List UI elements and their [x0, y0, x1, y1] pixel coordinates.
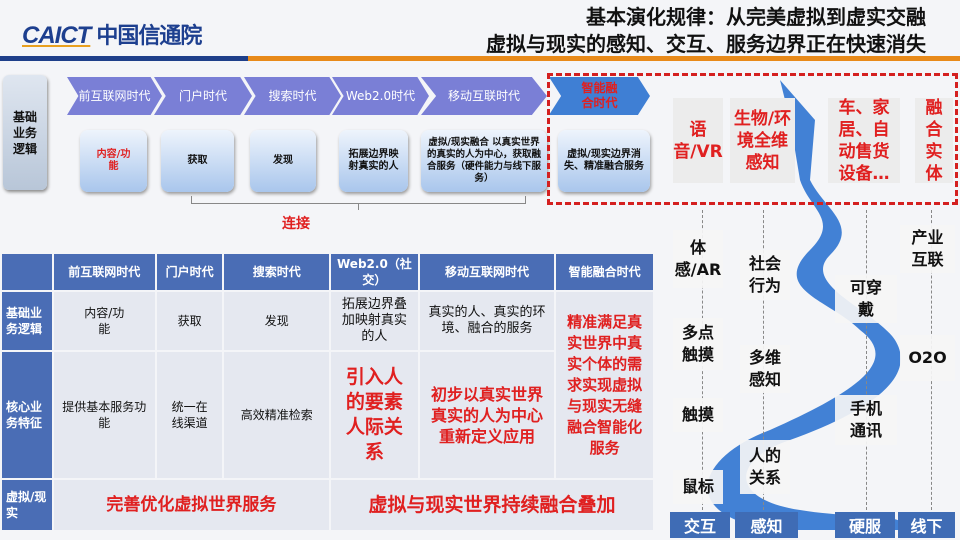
interaction-item: 触摸 — [673, 398, 723, 432]
spiral-arrow — [707, 80, 910, 530]
future-highlight-frame — [547, 73, 958, 205]
connect-brace-tick — [358, 204, 359, 210]
flow-side-label: 基础业务逻辑 — [3, 75, 47, 190]
era-arrow: Web2.0时代 — [332, 77, 429, 115]
offline-item: O2O — [900, 335, 955, 381]
flow-box: 虚拟/现实边界消失、精准融合服务 — [558, 130, 650, 192]
page-title: 基本演化规律：从完美虚拟到虚实交融虚拟与现实的感知、交互、服务边界正在快速消失 — [486, 4, 926, 58]
connect-label: 连接 — [282, 216, 310, 232]
interaction-item: 鼠标 — [673, 470, 723, 504]
table-footer-left: 完善优化虚拟世界服务 — [53, 480, 329, 530]
hardware-item: 可穿戴 — [835, 275, 897, 323]
flow-box: 内容/功能 — [80, 130, 147, 192]
table-cell: 拓展边界叠加映射真实的人 — [331, 292, 418, 350]
title-line-1: 基本演化规律：从完美虚拟到虚实交融 — [586, 5, 926, 29]
future-item: 融合实体 — [915, 98, 953, 184]
table-cell: 真实的人、真实的环境、融合的服务 — [419, 292, 555, 350]
header-divider-orange — [248, 56, 960, 61]
era-arrow: 移动互联时代 — [421, 77, 547, 115]
era-arrow: 门户时代 — [154, 77, 252, 115]
column-header: Web2.0（社交） — [331, 254, 418, 290]
header-corner — [2, 254, 52, 290]
column-header: 门户时代 — [156, 254, 223, 290]
axis-line — [866, 210, 867, 510]
table-row: 核心业务特征 提供基本服务功能 统一在线渠道 高效精准检索 引入人的要素人际关系… — [2, 352, 653, 478]
axis-label-hardware: 硬服 — [835, 512, 895, 538]
perception-item: 人的关系 — [740, 440, 790, 494]
table-cell: 获取 — [156, 292, 223, 350]
logo-en: CAICT — [22, 22, 91, 49]
perception-item: 社会行为 — [740, 250, 790, 300]
table-footer-right: 虚拟与现实世界持续融合叠加 — [331, 480, 653, 530]
era-comparison-table: 前互联网时代 门户时代 搜索时代 Web2.0（社交） 移动互联网时代 智能融合… — [0, 252, 655, 532]
table-cell: 初步以真实世界真实的人为中心重新定义应用 — [419, 352, 555, 478]
table-cell: 内容/功能 — [53, 292, 155, 350]
offline-item: 产业互联 — [900, 225, 955, 273]
axis-label-perception: 感知 — [735, 512, 798, 538]
logo-cn: 中国信通院 — [96, 24, 202, 49]
axis-label-offline: 线下 — [898, 512, 955, 538]
future-item: 车、家居、自动售货设备… — [828, 98, 900, 184]
flow-box: 获取 — [161, 130, 234, 192]
connect-brace — [191, 196, 526, 204]
table-cell: 发现 — [224, 292, 329, 350]
flow-box: 拓展边界映射真实的人 — [339, 130, 408, 192]
interaction-item: 多点触摸 — [673, 318, 723, 370]
interaction-item: 体感/AR — [673, 230, 723, 288]
table-cell: 提供基本服务功能 — [53, 352, 155, 478]
row-header: 核心业务特征 — [2, 352, 52, 478]
future-item: 语音/VR — [673, 98, 723, 183]
title-line-2: 虚拟与现实的感知、交互、服务边界正在快速消失 — [486, 32, 926, 56]
header-divider-blue — [0, 56, 248, 61]
era-arrow-current: 智能融合时代 — [549, 77, 650, 115]
table-cell: 高效精准检索 — [224, 352, 329, 478]
row-header: 虚拟/现实 — [2, 480, 52, 530]
table-row: 基础业务逻辑 内容/功能 获取 发现 拓展边界叠加映射真实的人 真实的人、真实的… — [2, 292, 653, 478]
column-header: 搜索时代 — [224, 254, 329, 290]
hardware-item: 手机通讯 — [835, 395, 897, 445]
row-header: 基础业务逻辑 — [2, 292, 52, 350]
axis-label-interaction: 交互 — [670, 512, 730, 538]
table-cell-merged: 精准满足真实世界中真实个体的需求实现虚拟与现实无缝融合智能化服务 — [556, 292, 653, 478]
column-header: 移动互联网时代 — [419, 254, 555, 290]
column-header: 前互联网时代 — [53, 254, 155, 290]
era-arrow: 前互联网时代 — [67, 77, 162, 115]
table-cell: 引入人的要素人际关系 — [331, 352, 418, 478]
future-item: 生物/环境全维感知 — [730, 98, 795, 183]
era-arrow: 搜索时代 — [244, 77, 341, 115]
table-row: 虚拟/现实 完善优化虚拟世界服务 虚拟与现实世界持续融合叠加 — [2, 480, 653, 530]
table-cell: 统一在线渠道 — [156, 352, 223, 478]
flow-box: 发现 — [250, 130, 316, 192]
column-header: 智能融合时代 — [556, 254, 653, 290]
perception-item: 多维感知 — [740, 345, 790, 393]
flow-box: 虚拟/现实融合 以真实世界的真实的人为中心，获取融合服务（硬件能力与线下服务） — [421, 130, 547, 192]
table-header-row: 前互联网时代 门户时代 搜索时代 Web2.0（社交） 移动互联网时代 智能融合… — [2, 254, 653, 290]
